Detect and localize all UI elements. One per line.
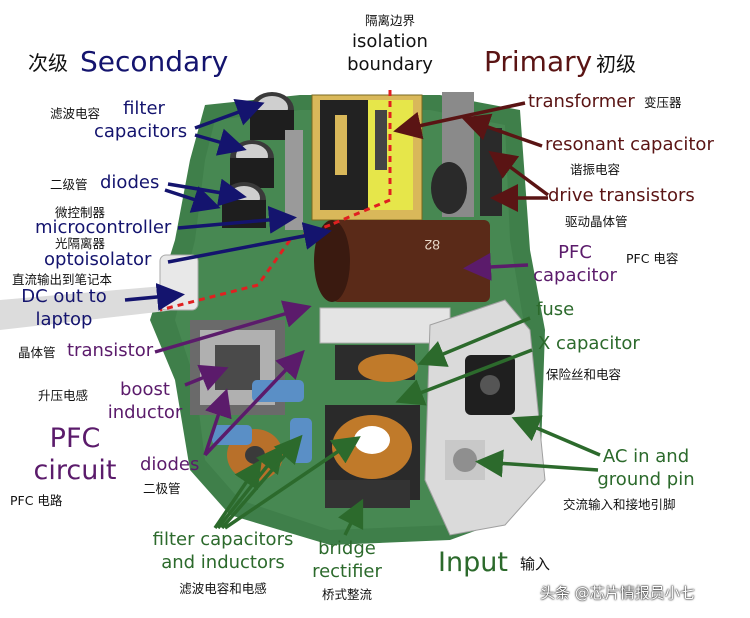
pfc-cap-label-2: capacitor (533, 265, 617, 286)
arrow-diodes-sec-2 (167, 178, 247, 207)
arrow-diodes-pfc-2 (203, 349, 305, 457)
fuse-label: fuse (536, 299, 575, 320)
boost-label-1: boost (120, 379, 170, 400)
boost-label-2: inductor (107, 402, 183, 423)
arrow-optoisolator (167, 222, 332, 264)
filtcap-ind-cn-label: 滤波电容和电感 (179, 581, 267, 596)
pfc-circuit-label-1: PFC (49, 423, 101, 454)
drive-cn-label: 驱动晶体管 (565, 214, 628, 229)
secondary-cn-title: 次级 (28, 51, 68, 75)
arrow-boost (184, 364, 229, 391)
arrow-xcap (395, 348, 533, 406)
arrow-filt-ind-4 (224, 436, 361, 530)
dcout-label-1: DC out to (21, 286, 107, 307)
x-capacitor-1 (252, 380, 304, 402)
arrow-pfc-cap (463, 252, 529, 281)
dcout-label-2: laptop (35, 309, 93, 330)
arrow-diodes-sec (164, 186, 221, 213)
arrow-ac-2 (475, 449, 599, 478)
x-capacitor-2 (290, 418, 312, 463)
arrow-filter-caps (194, 99, 265, 130)
secondary-heatsink (285, 130, 303, 230)
transformer-cn-label: 变压器 (644, 95, 682, 110)
arrow-ac-1 (511, 415, 601, 457)
arrow-drive-1 (488, 150, 550, 197)
transistor-label: transistor (67, 340, 154, 361)
dcout-cn-label: 直流输出到笔记本 (12, 272, 113, 287)
micro-cn-label: 微控制器 (55, 205, 106, 220)
bridge-label-1: bridge (318, 538, 376, 559)
filtcap-ind-label-2: and inductors (161, 552, 285, 573)
x-capacitor-3 (212, 425, 252, 445)
pfc-cap-label-1: PFC (558, 242, 592, 263)
arrow-filt-ind-2 (216, 444, 285, 530)
arrow-bridge (338, 498, 364, 536)
filter-cap-label-2: capacitors (94, 121, 188, 142)
xcap-label: X capacitor (538, 333, 640, 354)
ac-label-2: ground pin (597, 469, 695, 490)
bridge-label-2: rectifier (312, 561, 382, 582)
drive-label: drive transistors (548, 185, 695, 206)
arrow-fuse (417, 316, 531, 367)
arrow-filter-caps-2 (194, 128, 247, 156)
pfc-circuit-label-2: circuit (33, 455, 117, 486)
filter-cap-label-1: filter (123, 98, 165, 119)
filter-cap-cn-label: 滤波电容 (50, 106, 101, 121)
secondary-title: Secondary (80, 45, 229, 78)
bridge-rectifier-body (325, 480, 410, 508)
bridge-cn-label: 桥式整流 (321, 587, 372, 602)
diodes-sec-cn-label: 二级管 (50, 177, 88, 192)
pfc-cap-cn-label: PFC 电容 (626, 251, 679, 266)
arrow-dc-out (124, 283, 185, 311)
micro-label: microcontroller (35, 217, 172, 238)
transformer-label: transformer (528, 91, 635, 112)
diodes-pfc-label: diodes (140, 454, 200, 475)
opto-label: optoisolator (44, 249, 152, 270)
drive-transistor-body (480, 128, 502, 216)
isolation-cn-label: 隔离边界 (364, 13, 415, 28)
isolation-label-2: boundary (347, 54, 433, 75)
primary-title: Primary (484, 45, 593, 78)
ac-cn-label: 交流输入和接地引脚 (563, 497, 676, 512)
pfc-capacitor-body: 82 (314, 220, 490, 302)
diodes-sec-label: diodes (100, 172, 160, 193)
resonant-cn-label: 谐振电容 (570, 162, 621, 177)
fuse-xcap-cn-label: 保险丝和电容 (546, 367, 622, 382)
transformer (311, 94, 423, 221)
arrow-diodes-pfc-1 (203, 388, 232, 456)
resonant-label: resonant capacitor (545, 134, 714, 155)
input-cn-title: 输入 (520, 555, 551, 573)
arrow-filt-ind-3 (220, 434, 303, 530)
pfc-circuit-cn-label: PFC 电路 (10, 493, 63, 508)
ac-label-1: AC in and (602, 446, 690, 467)
arrow-resonant (461, 113, 543, 148)
arrow-transistor (154, 300, 312, 354)
primary-cn-title: 初级 (596, 52, 636, 76)
capacitor-print: 82 (424, 237, 440, 253)
arrow-filt-ind-1 (213, 459, 262, 529)
small-capacitor (431, 162, 467, 214)
transistor-cn-label: 晶体管 (18, 345, 56, 360)
isolation-label-1: isolation (352, 31, 428, 52)
filtcap-ind-label-1: filter capacitors (152, 529, 294, 550)
diodes-pfc-cn-label: 二极管 (143, 481, 181, 496)
opto-cn-label: 光隔离器 (55, 236, 106, 251)
input-bracket (319, 307, 451, 344)
input-title: Input (438, 547, 508, 578)
watermark: 头条 @芯片情报员小七 (540, 584, 695, 602)
arrow-microcontroller (177, 205, 297, 234)
boost-cn-label: 升压电感 (38, 388, 89, 403)
